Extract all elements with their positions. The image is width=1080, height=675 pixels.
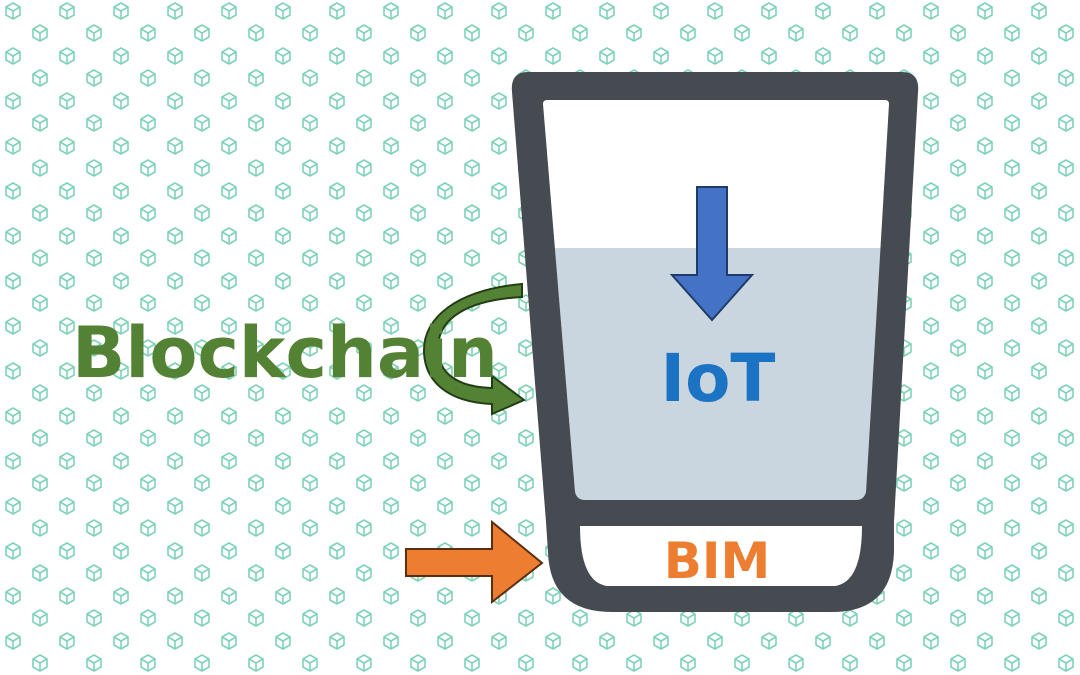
bim-label: BIM — [664, 532, 770, 590]
glass-base-interior — [580, 526, 862, 586]
arrow-right-icon — [405, 519, 544, 605]
blockchain-label: Blockchain — [72, 312, 498, 394]
glass-outline — [511, 72, 919, 612]
iot-label: IoT — [661, 340, 776, 417]
curved-arrow-icon — [422, 282, 526, 416]
arrow-down-icon — [669, 186, 755, 322]
